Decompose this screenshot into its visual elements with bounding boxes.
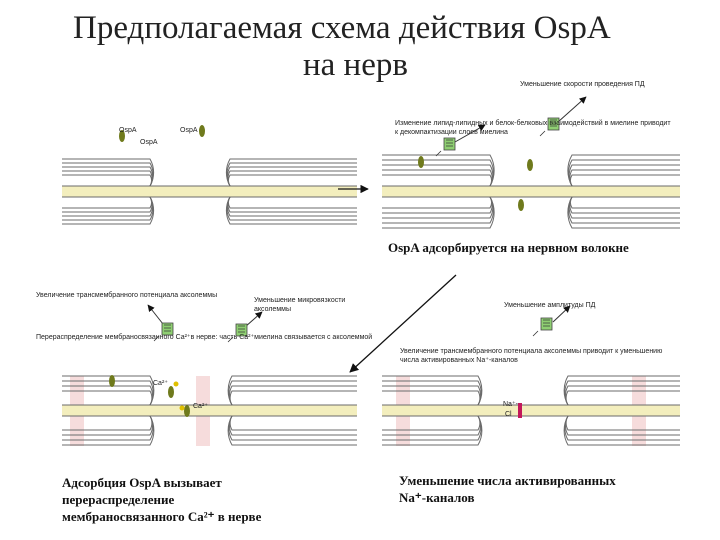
ospa-label: OspA bbox=[140, 138, 158, 147]
nerve-bottom-right bbox=[382, 376, 680, 445]
label-microviscosity-line2: аксолеммы bbox=[254, 305, 291, 314]
label-speed: Уменьшение скорости проведения ПД bbox=[520, 80, 645, 89]
ospa-molecule bbox=[184, 405, 190, 417]
label-redistribution: Перераспределение мембраносвязанного Ca²… bbox=[36, 333, 372, 342]
ospa-label: OspA bbox=[119, 126, 137, 135]
cl-label: Cl bbox=[505, 410, 512, 419]
caption-adsorption: OspA адсорбируется на нервном волокне bbox=[388, 240, 629, 256]
ca-label: Ca²⁺ bbox=[193, 402, 208, 411]
label-microviscosity-line1: Уменьшение микровязкости bbox=[254, 296, 345, 305]
label-na-line2: числа активированных Na⁺-каналов bbox=[400, 356, 518, 365]
na-label: Na⁺- bbox=[503, 400, 518, 409]
label-lipid-line1: Изменение липид-липидных и белок-белковы… bbox=[395, 119, 671, 128]
ca-label: Ca²⁺ bbox=[153, 379, 168, 388]
calcium-ion bbox=[180, 406, 185, 411]
ospa-molecule bbox=[168, 386, 174, 398]
caption-left-line2: перераспределение bbox=[62, 492, 174, 508]
annotation-arrow bbox=[533, 306, 570, 336]
label-amplitude: Уменьшение амплитуды ПД bbox=[504, 301, 595, 310]
caption-left-line3: мембраносвязанного Ca²⁺ в нерве bbox=[62, 509, 261, 525]
page-title-line1: Предполагаемая схема действия OspA bbox=[73, 10, 611, 46]
nerve-top-left bbox=[62, 159, 357, 224]
sodium-channel bbox=[518, 403, 522, 418]
ospa-molecule bbox=[527, 159, 533, 171]
ospa-label: OspA bbox=[180, 126, 198, 135]
label-transmembrane: Увеличение трансмембранного потенциала а… bbox=[36, 291, 217, 300]
caption-right-line1: Уменьшение числа активированных bbox=[399, 473, 616, 489]
caption-left-line1: Адсорбция OspA вызывает bbox=[62, 475, 222, 491]
calcium-ion bbox=[174, 382, 179, 387]
page-title-line2: на нерв bbox=[303, 47, 408, 83]
label-na-line1: Увеличение трансмембранного потенциала а… bbox=[400, 347, 662, 356]
ospa-molecule bbox=[418, 156, 424, 168]
ospa-molecule bbox=[199, 125, 205, 137]
ospa-molecule bbox=[518, 199, 524, 211]
annotation-arrow bbox=[540, 97, 586, 136]
label-lipid-line2: к декомпактизации слоев миелина bbox=[395, 128, 508, 137]
ospa-molecule bbox=[109, 375, 115, 387]
caption-right-line2: Na⁺-каналов bbox=[399, 490, 474, 506]
